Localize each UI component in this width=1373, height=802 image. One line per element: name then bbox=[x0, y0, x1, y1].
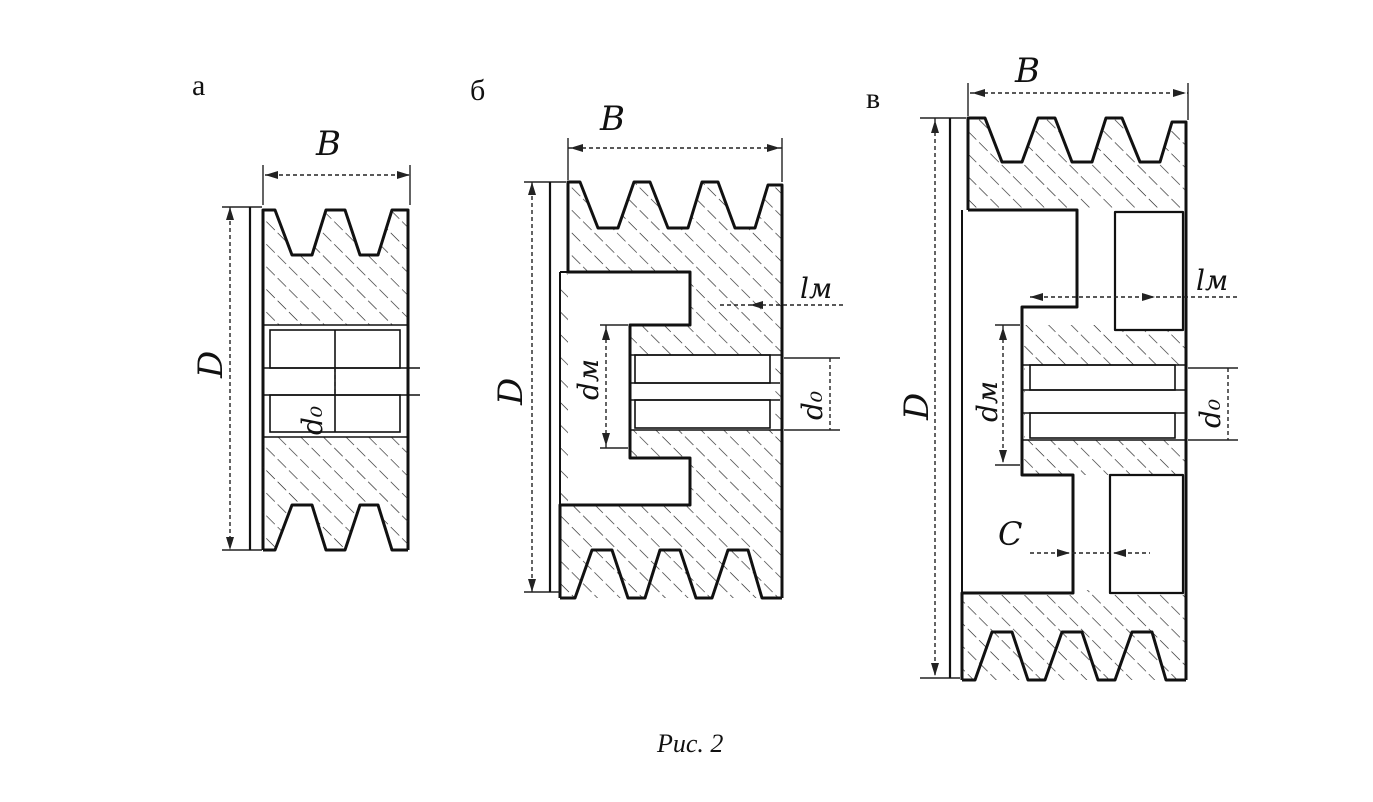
panel-a-letter: а bbox=[192, 69, 205, 102]
panel-v-hub-label: dм bbox=[971, 381, 1004, 422]
panel-b-hub-length-label: lм bbox=[800, 272, 832, 305]
panel-b-width-label: B bbox=[599, 99, 625, 139]
panel-v: в B D bbox=[866, 51, 1240, 682]
panel-a-width-label: B bbox=[315, 124, 341, 164]
panel-v-bore-label: d₀ bbox=[1194, 399, 1227, 428]
panel-v-hub-length-label: lм bbox=[1196, 264, 1228, 297]
panel-a: а B D d₀ bbox=[191, 69, 420, 552]
panel-b-hub-label: dм bbox=[572, 359, 605, 400]
panel-v-diameter-label: D bbox=[897, 393, 937, 421]
panel-b-letter: б bbox=[470, 74, 485, 107]
figure-caption: Рис. 2 bbox=[656, 729, 723, 758]
panel-v-width-label: B bbox=[1014, 51, 1040, 91]
panel-v-letter: в bbox=[866, 82, 880, 115]
panel-b: б B D bbox=[470, 74, 845, 600]
panel-b-bore-label: d₀ bbox=[796, 391, 829, 420]
panel-a-rim-bottom bbox=[263, 437, 408, 550]
panel-a-rim-top bbox=[263, 210, 408, 325]
panel-a-diameter-label: D bbox=[191, 351, 231, 379]
panel-a-bore-label: d₀ bbox=[296, 406, 329, 435]
panel-b-diameter-label: D bbox=[491, 378, 531, 406]
panel-v-clearance-label: C bbox=[998, 515, 1022, 553]
